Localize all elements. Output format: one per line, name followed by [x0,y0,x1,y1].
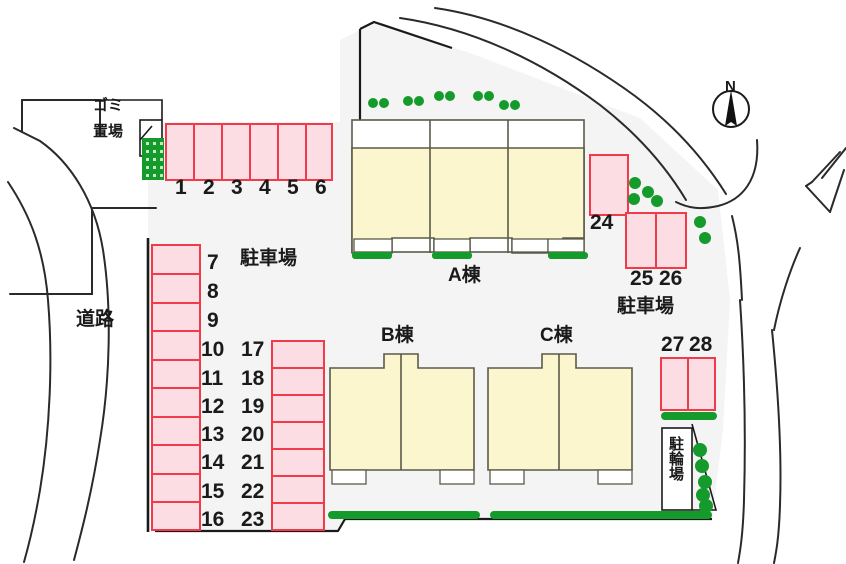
compass-rose [712,90,750,128]
stall-number-27: 27 [661,333,685,356]
building-b [329,353,475,485]
parking-lot-label-right: 駐車場 [617,295,675,317]
stall-number-15: 15 [201,480,225,503]
stall-number-7: 7 [207,251,219,274]
bicycle-parking-box [661,423,718,511]
stall-number-3: 3 [231,176,243,199]
hedge-greenery [142,91,717,519]
stall-number-17: 17 [241,338,265,361]
parking-stalls-left [151,244,201,531]
stall-number-18: 18 [241,367,265,390]
parking-stalls-25-26 [625,212,687,269]
stall-number-12: 12 [201,395,225,418]
compass-north-label: N [725,78,736,95]
building-c [487,353,633,485]
building-a-label: A棟 [448,265,481,286]
parking-stalls-middle [271,340,325,531]
building-c-label: C棟 [540,325,573,346]
stall-number-5: 5 [287,176,299,199]
stall-number-19: 19 [241,395,265,418]
building-a [351,119,585,254]
stall-number-14: 14 [201,451,225,474]
stall-number-13: 13 [201,423,225,446]
parking-lot-label-left: 駐車場 [240,247,298,269]
stall-number-21: 21 [241,451,265,474]
stall-number-10: 10 [201,338,225,361]
stall-number-26: 26 [659,267,683,290]
road-lines [7,7,846,564]
stall-number-23: 23 [241,508,265,531]
stall-number-9: 9 [207,309,219,332]
parking-stall-24 [589,154,629,216]
road-label: 道路 [76,308,115,330]
stall-number-28: 28 [689,333,713,356]
parking-stalls-27-28 [660,357,716,411]
stall-number-4: 4 [259,176,271,199]
stall-number-16: 16 [201,508,225,531]
stall-number-24: 24 [590,211,614,234]
stall-number-25: 25 [630,267,654,290]
stall-number-22: 22 [241,480,265,503]
stall-number-1: 1 [175,176,187,199]
stall-number-8: 8 [207,280,219,303]
stall-number-20: 20 [241,423,265,446]
stall-number-11: 11 [201,367,224,390]
stall-number-6: 6 [315,176,327,199]
garbage-area-label-line2: 置場 [93,122,124,140]
garbage-area-label-line1: ゴミ [93,96,124,114]
bicycle-parking-label: 駐輪場 [667,436,685,481]
parking-stalls-top [165,123,333,181]
stall-number-2: 2 [203,176,215,199]
building-b-label: B棟 [381,325,414,346]
